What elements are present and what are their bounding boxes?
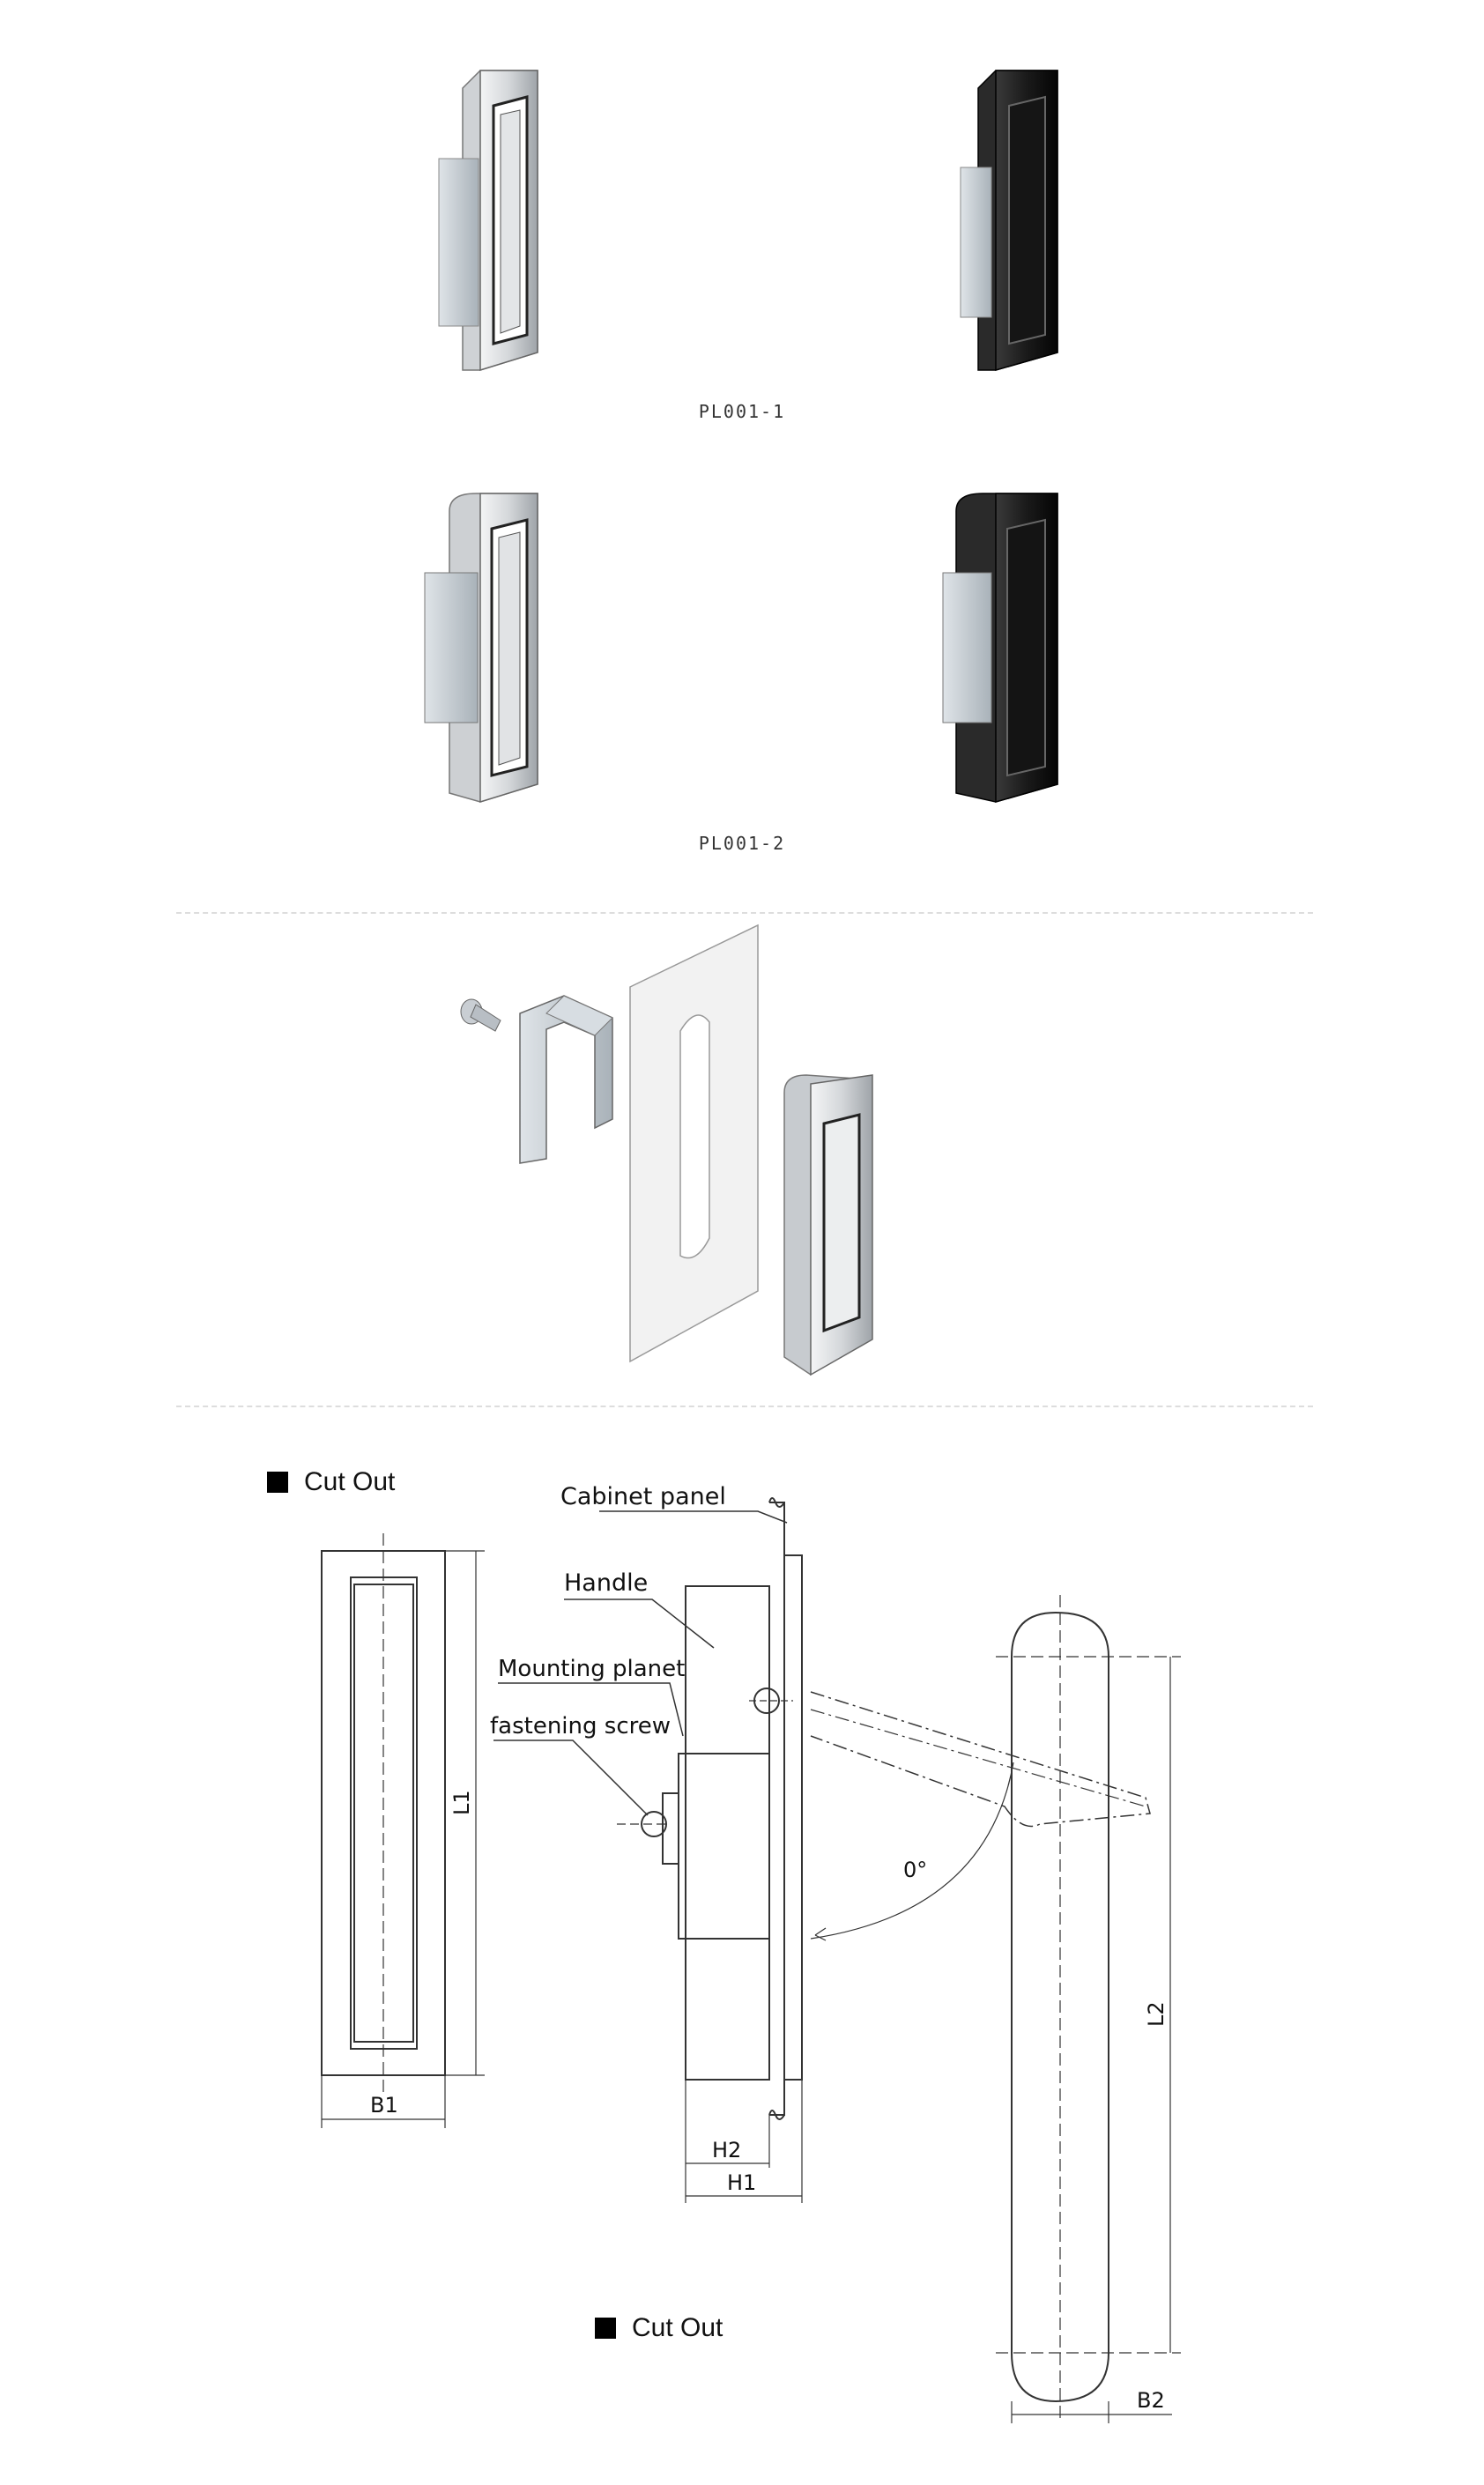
handle-chrome-pl001-2 [424,493,538,804]
cutout-section-label-2: Cut Out [595,2313,723,2343]
cutout-label-text: Cut Out [304,1467,396,1496]
section-divider [176,1406,1313,1407]
product-label-pl001-1: PL001-1 [698,401,786,422]
dim-l1: L1 [449,1790,474,1815]
cabinet-panel-part [629,924,759,1363]
dim-h1: H1 [727,2170,756,2195]
mounting-bracket-part [519,995,613,1164]
callout-cabinet-panel: Cabinet panel [560,1483,726,1510]
dim-l2: L2 [1144,2001,1169,2027]
technical-drawing: Cabinet panel Handle Mounting planet fas… [321,1483,1181,2423]
product-label-pl001-2: PL001-2 [698,833,786,854]
handle-part [783,1074,873,1376]
product-row-2 [424,493,1058,804]
cutout-slot-view [996,1595,1181,2423]
handle-chrome-pl001-1 [438,70,538,372]
screw-part [460,998,501,1032]
front-view [321,1533,485,2128]
dim-b1: B1 [370,2093,398,2118]
side-view [493,1497,1151,2203]
callout-handle: Handle [564,1569,648,1597]
handle-black-pl001-1 [960,70,1058,371]
bullet-square-icon [267,1472,288,1493]
section-divider [176,912,1313,914]
bullet-square-icon [595,2318,616,2339]
handle-black-pl001-2 [942,493,1058,803]
dim-b2: B2 [1137,2388,1165,2413]
exploded-view [460,924,873,1376]
callout-fastening-screw: fastening screw [490,1713,671,1740]
cutout-section-label-1: Cut Out [267,1467,395,1497]
callout-mounting-planet: Mounting planet [498,1656,685,1682]
dim-angle: 0° [903,1858,927,1882]
cutout-label-text: Cut Out [632,2313,723,2342]
product-row-1 [438,70,1058,372]
dim-h2: H2 [712,2138,741,2162]
